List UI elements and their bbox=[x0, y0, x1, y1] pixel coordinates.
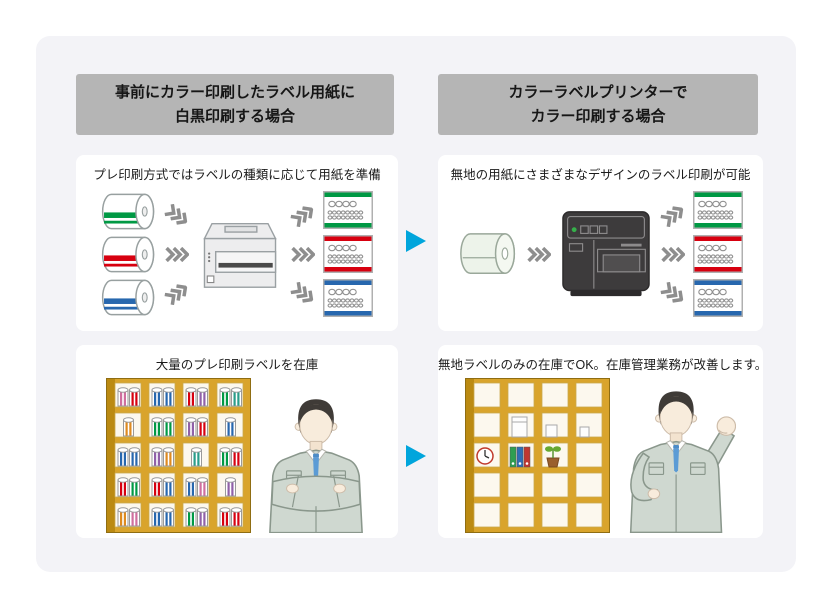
label-sheet-green-icon bbox=[323, 191, 373, 229]
chevron-icon bbox=[291, 247, 315, 262]
right-bottom-panel: 無地ラベルのみの在庫でOK。在庫管理業務が改善します。 bbox=[438, 345, 763, 538]
right-header: カラーラベルプリンターで カラー印刷する場合 bbox=[438, 74, 758, 135]
chevron-icon bbox=[289, 202, 317, 228]
flow-chevrons-out bbox=[291, 208, 315, 301]
label-roll-red-icon bbox=[101, 236, 157, 273]
right-top-panel: 無地の用紙にさまざまなデザインのラベル印刷が可能 bbox=[438, 155, 763, 331]
right-bottom-caption: 無地ラベルのみの在庫でOK。在庫管理業務が改善します。 bbox=[438, 358, 763, 372]
left-bottom-caption: 大量のプレ印刷ラベルを在庫 bbox=[155, 358, 319, 372]
label-roll-blue-icon bbox=[101, 279, 157, 316]
right-arrow-icon bbox=[406, 230, 426, 252]
label-sheet-red-icon bbox=[323, 235, 373, 273]
left-bottom-diagram bbox=[76, 373, 398, 533]
right-arrow-icon bbox=[406, 445, 426, 467]
worker-arms-crossed-illustration bbox=[268, 399, 363, 533]
color-printer-icon bbox=[561, 211, 650, 297]
mono-printer-icon bbox=[203, 222, 277, 288]
label-sheet-blue-icon bbox=[323, 279, 373, 317]
right-top-caption: 無地の用紙にさまざまなデザインのラベル印刷が可能 bbox=[450, 168, 751, 182]
chevron-icon bbox=[165, 247, 189, 262]
comparison-card: 事前にカラー印刷したラベル用紙に 白黒印刷する場合 カラーラベルプリンターで カ… bbox=[36, 36, 796, 572]
label-roll-green-icon bbox=[101, 193, 157, 230]
left-header-line1: 事前にカラー印刷したラベル用紙に bbox=[114, 84, 355, 102]
label-sheet-red-icon bbox=[693, 235, 743, 273]
printed-label-sheets bbox=[323, 191, 373, 317]
flow-chevrons-in bbox=[165, 208, 189, 301]
shelf-items bbox=[476, 416, 590, 468]
right-bottom-diagram bbox=[438, 373, 763, 533]
chevron-icon bbox=[527, 247, 551, 262]
chevron-icon bbox=[289, 280, 317, 306]
flow-chevrons-out bbox=[661, 208, 685, 301]
chevron-icon bbox=[658, 202, 686, 228]
chevron-icon bbox=[163, 202, 191, 228]
chevron-icon bbox=[163, 280, 191, 306]
stocked-shelf-illustration bbox=[105, 378, 251, 533]
chevron-icon bbox=[661, 247, 685, 262]
left-top-panel: プレ印刷方式ではラベルの種類に応じて用紙を準備 bbox=[76, 155, 398, 331]
printed-label-sheets bbox=[693, 191, 743, 317]
left-top-diagram bbox=[76, 183, 398, 325]
right-header-line1: カラーラベルプリンターで bbox=[508, 84, 688, 102]
label-sheet-green-icon bbox=[693, 191, 743, 229]
left-header-line2: 白黒印刷する場合 bbox=[174, 107, 295, 125]
chevron-icon bbox=[658, 280, 686, 306]
tidy-shelf-illustration bbox=[465, 378, 610, 533]
left-bottom-panel: 大量のプレ印刷ラベルを在庫 bbox=[76, 345, 398, 538]
label-sheet-blue-icon bbox=[693, 279, 743, 317]
blank-roll-icon bbox=[459, 232, 519, 276]
left-header: 事前にカラー印刷したラベル用紙に 白黒印刷する場合 bbox=[76, 74, 394, 135]
right-header-line2: カラー印刷する場合 bbox=[530, 107, 666, 125]
right-top-diagram bbox=[438, 183, 763, 325]
left-top-caption: プレ印刷方式ではラベルの種類に応じて用紙を準備 bbox=[93, 168, 381, 182]
preprinted-rolls bbox=[101, 193, 157, 316]
worker-fist-up-illustration bbox=[629, 391, 736, 533]
